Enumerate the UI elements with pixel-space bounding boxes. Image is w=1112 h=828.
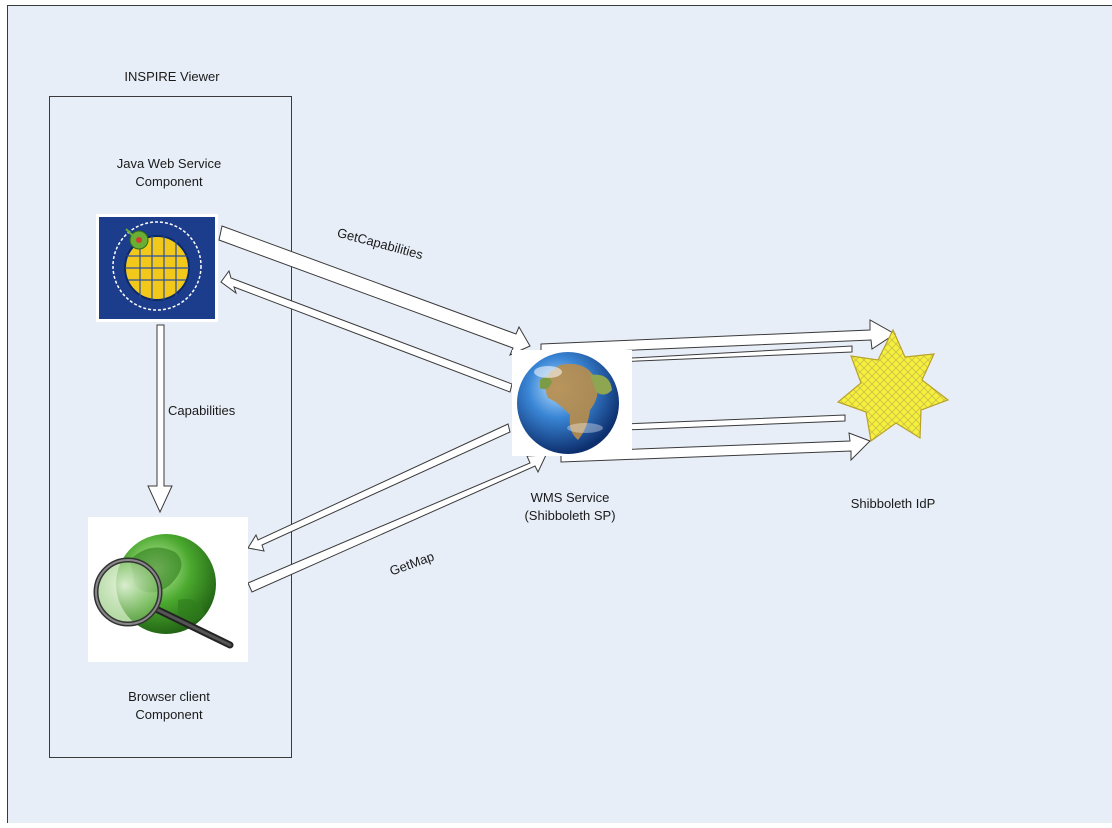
arrow-capabilities-down xyxy=(147,324,173,514)
inspire-logo-icon xyxy=(96,214,218,322)
idp-label: Shibboleth IdP xyxy=(850,496,936,511)
arrow-getcapabilities-response xyxy=(220,269,513,393)
inspire-viewer-box xyxy=(49,96,292,758)
earth-globe-icon xyxy=(512,350,632,456)
browser-component-label: Browser client Component xyxy=(128,689,210,722)
wms-service-label: WMS Service (Shibboleth SP) xyxy=(524,490,616,523)
java-component-label: Java Web Service Component xyxy=(116,156,222,189)
arrow-getmap-request xyxy=(247,454,547,593)
arrow-idp-request-lower xyxy=(560,432,871,463)
globe-magnifier-icon xyxy=(88,517,248,662)
arrow-getmap-response xyxy=(247,423,511,552)
star-icon xyxy=(836,328,950,443)
viewer-title: INSPIRE Viewer xyxy=(124,69,220,84)
capabilities-label: Capabilities xyxy=(168,403,236,418)
